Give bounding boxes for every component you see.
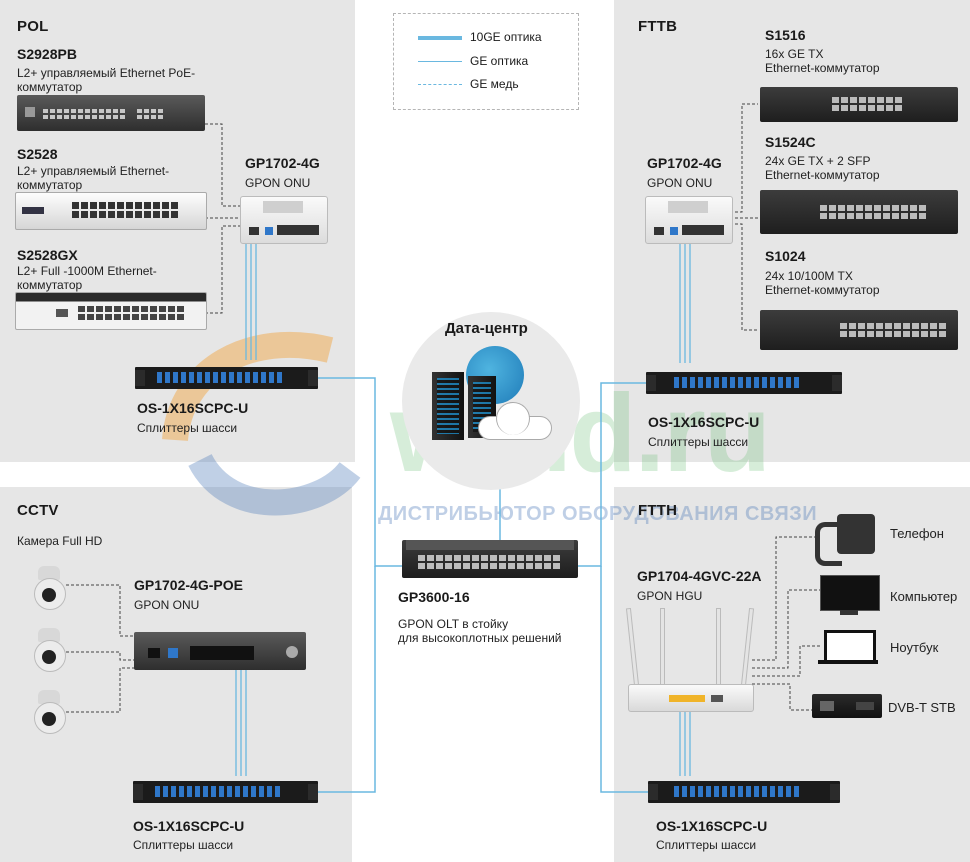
s2928pb-switch-image: [17, 95, 205, 131]
stb-label: DVB-T STB: [888, 700, 956, 715]
s2528-switch-image: [15, 192, 207, 230]
s1516-desc-1: 16x GE TX: [765, 47, 824, 61]
laptop-label: Ноутбук: [890, 640, 939, 655]
camera-icon-1: [30, 566, 66, 612]
watermark-caption: ДИСТРИБЬЮТОР ОБОРУДОВАНИЯ СВЯЗИ: [378, 503, 818, 525]
phone-label: Телефон: [890, 526, 944, 541]
ftth-title: FTTH: [638, 502, 678, 519]
monitor-icon: [820, 575, 880, 619]
olt-device-image: [402, 540, 578, 578]
s1024-desc-1: 24x 10/100M TX: [765, 269, 853, 283]
olt-model: GP3600-16: [398, 589, 470, 605]
pol-onu-model: GP1702-4G: [245, 155, 320, 171]
pol-splitter-desc: Сплиттеры шасси: [137, 421, 238, 435]
s2528-desc-1: L2+ управляемый Ethernet-: [17, 164, 170, 178]
cctv-onu-device-image: [134, 632, 306, 670]
legend-ge-swatch: [418, 61, 462, 62]
cctv-onu-desc: GPON ONU: [134, 598, 200, 612]
s1524c-switch-image: [760, 190, 958, 234]
stb-icon: [812, 694, 882, 718]
camera-label: Камера Full HD: [17, 534, 103, 548]
computer-label: Компьютер: [890, 589, 958, 604]
legend-10ge-swatch: [418, 36, 462, 40]
s1516-desc-2: Ethernet-коммутатор: [765, 61, 880, 75]
s2528-model: S2528: [17, 146, 58, 162]
s1024-desc-2: Ethernet-коммутатор: [765, 283, 880, 297]
fttb-onu-device-image: [645, 196, 733, 244]
s2928pb-desc-2: коммутатор: [17, 80, 83, 94]
ftth-hgu-model: GP1704-4GVC-22A: [637, 568, 762, 584]
s2528gx-model: S2528GX: [17, 247, 78, 263]
cctv-splitter-model: OS-1X16SCPC-U: [133, 818, 245, 834]
legend: 10GE оптика GE оптика GE медь: [393, 13, 579, 110]
pol-onu-device-image: [240, 196, 328, 244]
legend-copper-label: GE медь: [470, 77, 519, 91]
camera-icon-2: [30, 628, 66, 674]
pol-title: POL: [17, 18, 49, 35]
fttb-splitter-desc: Сплиттеры шасси: [648, 435, 749, 449]
pol-onu-desc: GPON ONU: [245, 176, 311, 190]
cctv-onu-model: GP1702-4G-POE: [134, 577, 243, 593]
cctv-splitter-desc: Сплиттеры шасси: [133, 838, 234, 852]
fttb-onu-model: GP1702-4G: [647, 155, 722, 171]
phone-icon: [815, 514, 877, 566]
s1516-model: S1516: [765, 27, 806, 43]
fttb-onu-desc: GPON ONU: [647, 176, 713, 190]
legend-10ge-label: 10GE оптика: [470, 30, 542, 44]
s2928pb-model: S2928PB: [17, 46, 77, 62]
legend-copper-swatch: [418, 84, 462, 85]
olt-desc-2: для высокоплотных решений: [398, 631, 562, 645]
cloud-icon: [478, 402, 552, 440]
ftth-splitter-model: OS-1X16SCPC-U: [656, 818, 768, 834]
s1524c-model: S1524C: [765, 134, 816, 150]
s1516-switch-image: [760, 87, 958, 122]
s1524c-desc-2: Ethernet-коммутатор: [765, 168, 880, 182]
ftth-hgu-router-image: [625, 607, 755, 712]
s1524c-desc-1: 24x GE TX + 2 SFP: [765, 154, 871, 168]
cctv-splitter-image: [133, 781, 318, 803]
ftth-splitter-image: [648, 781, 840, 803]
s2528gx-desc-1: L2+ Full -1000M Ethernet-: [17, 264, 157, 278]
fttb-splitter-model: OS-1X16SCPC-U: [648, 414, 760, 430]
server-rack-icon-1: [432, 372, 464, 440]
cctv-title: CCTV: [17, 502, 59, 519]
ftth-splitter-desc: Сплиттеры шасси: [656, 838, 757, 852]
s2928pb-desc-1: L2+ управляемый Ethernet PoE-: [17, 66, 196, 80]
s2528gx-desc-2: коммутатор: [17, 278, 83, 292]
s2528-desc-2: коммутатор: [17, 178, 83, 192]
ftth-hgu-desc: GPON HGU: [637, 589, 703, 603]
olt-desc-1: GPON OLT в стойку: [398, 617, 509, 631]
pol-splitter-model: OS-1X16SCPC-U: [137, 400, 249, 416]
camera-icon-3: [30, 690, 66, 736]
fttb-title: FTTB: [638, 18, 678, 35]
pol-splitter-image: [135, 367, 318, 389]
s1024-switch-image: [760, 310, 958, 350]
s2528gx-switch-image: [15, 292, 207, 330]
s1024-model: S1024: [765, 248, 806, 264]
datacenter-label: Дата-центр: [445, 320, 528, 337]
legend-ge-label: GE оптика: [470, 54, 529, 68]
fttb-splitter-image: [646, 372, 842, 394]
laptop-icon: [818, 630, 878, 666]
